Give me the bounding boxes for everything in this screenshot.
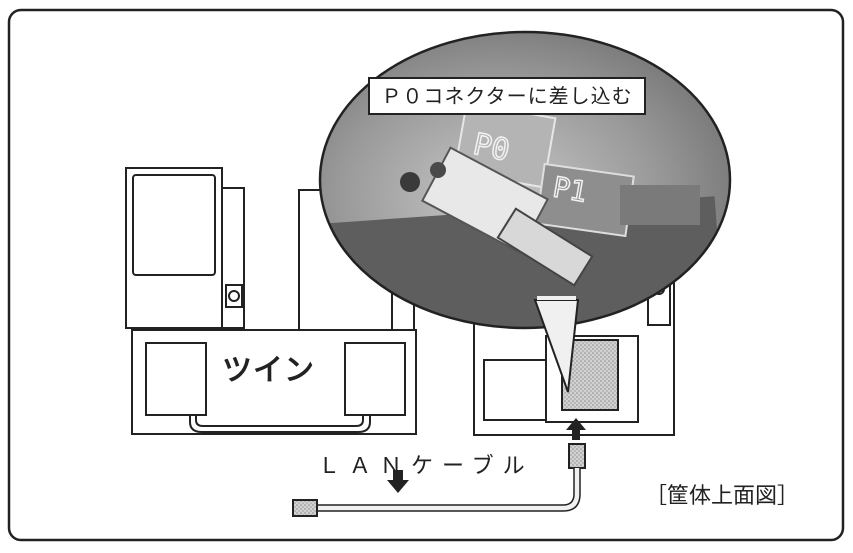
down-arrow-icon (387, 470, 409, 493)
lan-cable (292, 443, 586, 517)
left-screen (132, 174, 216, 276)
photo-component-2 (430, 162, 446, 178)
single-left-box (483, 359, 547, 421)
top-view-caption: ［筐体上面図］ (645, 484, 800, 509)
callout-label: Ｐ０コネクターに差し込む (368, 77, 646, 115)
twin-handle-outer (189, 415, 371, 433)
port-p0-label: P0 (470, 127, 513, 169)
cable-plug-left (292, 499, 318, 517)
left-coin-knob (228, 290, 240, 302)
lan-cable-label: ＬＡＮケーブル (318, 454, 534, 479)
cable-plug-upper (568, 443, 586, 469)
photo-cable (496, 207, 594, 287)
port-p1-label: P1 (550, 170, 589, 208)
photo-chip (620, 185, 700, 225)
twin-handle (195, 415, 364, 427)
photo-component (400, 172, 420, 192)
photo-board-edge (320, 196, 726, 328)
photo-outline (318, 30, 732, 330)
up-arrow-icon (566, 418, 586, 440)
twin-left-box (145, 342, 207, 416)
twin-label: ツイン (222, 353, 315, 388)
twin-right-box (344, 342, 406, 416)
